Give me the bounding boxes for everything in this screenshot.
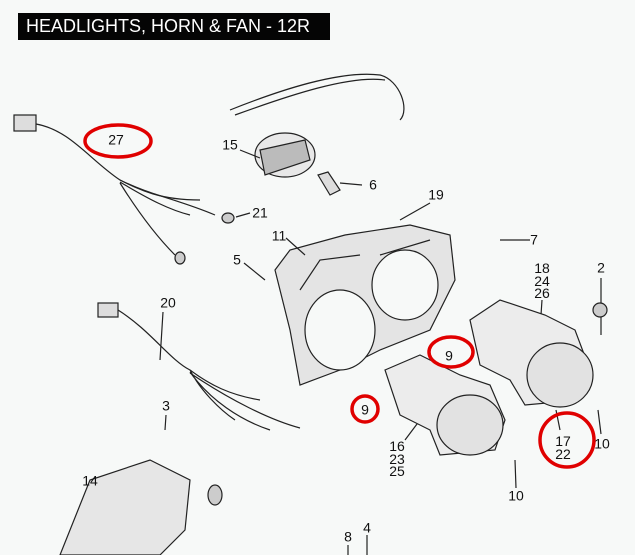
callout-10-right[interactable]: 10 [594, 435, 610, 452]
callout-26: 26 [534, 285, 550, 301]
callout-8[interactable]: 8 [344, 528, 352, 545]
callout-16: 16 [389, 438, 405, 454]
highlight-17-22 [538, 411, 596, 469]
callout-4[interactable]: 4 [363, 519, 371, 536]
callout-23: 23 [389, 450, 405, 467]
headlight-bracket-19 [274, 224, 456, 386]
callout-6[interactable]: 6 [369, 176, 377, 193]
callout-5[interactable]: 5 [233, 251, 241, 268]
headlight-left [384, 354, 506, 456]
callout-group-16-23-25[interactable]: 16 23 25 [389, 438, 405, 479]
callout-group-18-24-26[interactable]: 18 24 26 [534, 260, 550, 301]
callout-19[interactable]: 19 [428, 186, 444, 203]
callout-21[interactable]: 21 [252, 204, 268, 221]
callout-18: 18 [534, 260, 550, 276]
callout-24: 24 [534, 272, 550, 289]
callout-9-upper[interactable]: 9 [445, 347, 453, 364]
fan-shroud-14 [59, 459, 223, 555]
diagram-title: HEADLIGHTS, HORN & FAN - 12R [18, 13, 330, 40]
highlight-9-upper [427, 335, 475, 369]
wiring-harness-20 [97, 302, 301, 431]
callout-11[interactable]: 11 [271, 227, 287, 244]
highlight-9-lower [350, 394, 380, 424]
callout-7[interactable]: 7 [530, 231, 538, 248]
callout-group-17-22[interactable]: 17 22 [555, 433, 571, 462]
callout-14[interactable]: 14 [82, 472, 98, 489]
wiring-harness-27 [13, 114, 235, 265]
callout-27[interactable]: 27 [108, 131, 124, 148]
callout-17: 17 [555, 433, 571, 449]
highlight-27 [83, 123, 153, 159]
cable [229, 73, 405, 121]
highlight-marks [83, 123, 596, 469]
callout-3[interactable]: 3 [162, 397, 170, 414]
callout-22: 22 [555, 445, 571, 462]
callout-15[interactable]: 15 [222, 136, 238, 153]
callout-20[interactable]: 20 [160, 294, 176, 311]
horn-15 [254, 132, 341, 196]
callout-9-lower[interactable]: 9 [361, 401, 369, 418]
callout-2[interactable]: 2 [597, 259, 605, 276]
headlight-right [469, 299, 594, 408]
callout-10-lower[interactable]: 10 [508, 487, 524, 504]
callout-25: 25 [389, 463, 405, 479]
